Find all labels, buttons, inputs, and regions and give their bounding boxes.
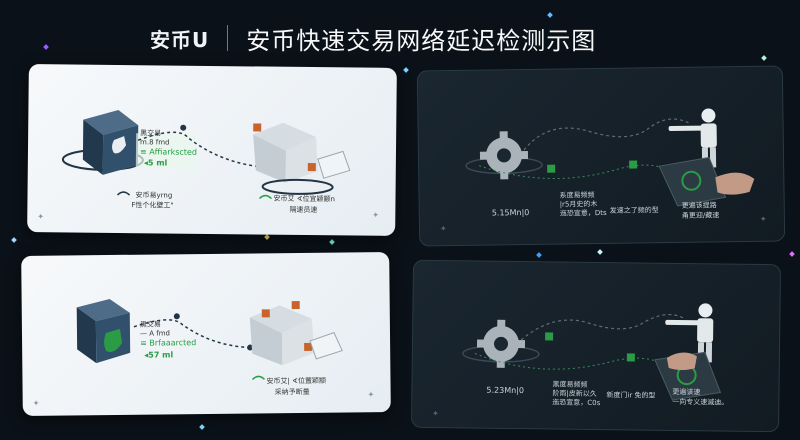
header: 安币U 安币快速交易网络延迟检测示图 [150,22,597,55]
sparkle [43,44,49,50]
hand-icon [666,352,697,371]
source-sublabel: F性个化壁工" [131,201,174,210]
svg-text:✦: ✦ [760,215,767,224]
gear-icon [476,319,526,368]
metric-label-1: 黑交易 [139,320,161,329]
wifi-icon [251,375,266,381]
metric-label-1: 黑交易 [140,129,162,138]
panel-2: ✦ ✦ 5.15Mn|0 系度易频频 |r5月史的木 迤恐宣意，Dts 发速之了… [416,65,786,247]
cube-icon [76,299,131,364]
connection-line [520,314,686,341]
mid-label: 新度门ir 免的型 [606,391,656,400]
metric-label-3: ≡ Brfaaarcted [140,338,197,348]
source-label: 安币易yrng [135,191,173,200]
sparkle [329,239,335,245]
robot-figure [668,108,717,168]
cube-icon [82,110,139,175]
mid-line-3: 迤恐宣意，C0s [552,398,601,408]
sparkle [199,424,205,430]
metric-label-3: ≡ Affiarkscted [139,147,198,157]
mid-label: 发速之了频的型 [609,206,659,215]
end-label-2: 一向专义速滅迪。 [672,397,729,407]
panel-2-graphics: ✦ ✦ [440,108,767,233]
connection-line [523,118,689,151]
page-title: 安币快速交易网络延迟检测示图 [246,26,597,55]
wifi-icon [258,194,273,200]
latency-metric: ◂5 ml [143,158,168,168]
svg-text:✦: ✦ [368,390,375,399]
sparkle [547,12,553,18]
target-label: 安币艾| ∢位置颖颛 [266,376,326,386]
panel-1: ✦ ✦ 黑交易 m.8 fmd ≡ Affiarkscted ◂5 ml 安币易… [27,64,397,236]
sparkle [789,251,795,257]
target-sublabel: 采纳予断量 [274,387,310,397]
end-label-2: 甬更迎/藏速 [681,211,720,220]
node-orange [307,163,316,172]
hand-icon [715,172,755,195]
rate-value: 5.23Mn|0 [486,385,525,396]
brand-logo: 安币U [150,27,210,52]
shield-logo-icon [104,328,123,353]
gear-icon [479,131,529,180]
panel-3-graphics: ✦ ✦ [33,299,375,408]
svg-text:✦: ✦ [37,212,44,221]
header-divider [227,25,229,51]
connection-line [133,319,251,349]
wifi-icon [116,191,131,196]
sparkle [264,234,270,240]
sparkle [761,55,767,61]
end-label-1: 更遍该速 [672,387,701,397]
node-orange [253,123,262,132]
svg-text:✦: ✦ [440,224,447,233]
glass-cube-icon [249,305,315,366]
target-sublabel: 隔速员速 [289,205,318,215]
mid-line-3: 迤恐宣意，Dts [559,208,607,218]
target-label: 安币艾 ∢位宜颖颛n [273,194,336,204]
panel-1-graphics: ✦ ✦ [37,110,379,221]
svg-text:✦: ✦ [432,409,439,418]
svg-text:✦: ✦ [372,211,379,220]
metric-label-2: — A fmd [139,329,171,338]
svg-text:✦: ✦ [33,399,40,408]
panel-4-graphics: ✦ [432,303,722,418]
sparkle [536,252,542,258]
sparkle [403,67,409,73]
latency-metric: ◂57 ml [144,350,174,360]
glass-cube-icon [253,122,318,183]
rate-value: 5.15Mn|0 [491,208,530,218]
sparkle [597,249,603,255]
sparkle [11,237,17,243]
panel-4: ✦ 5.23Mn|0 黑度易频频 阶雨|皮新以久 迤恐宣意，C0s 新度门ir … [410,259,782,433]
metric-label-2: m.8 fmd [140,138,170,147]
panel-3: ✦ ✦ 黑交易 — A fmd ≡ Brfaaarcted ◂57 ml 安币艾… [21,252,391,416]
mid-line-1: 黑度易频频 [552,380,588,389]
power-icon [681,170,702,191]
metric-box [135,133,197,169]
end-label-1: 更遍该提路 [681,201,717,210]
shield-logo-icon [112,136,127,154]
